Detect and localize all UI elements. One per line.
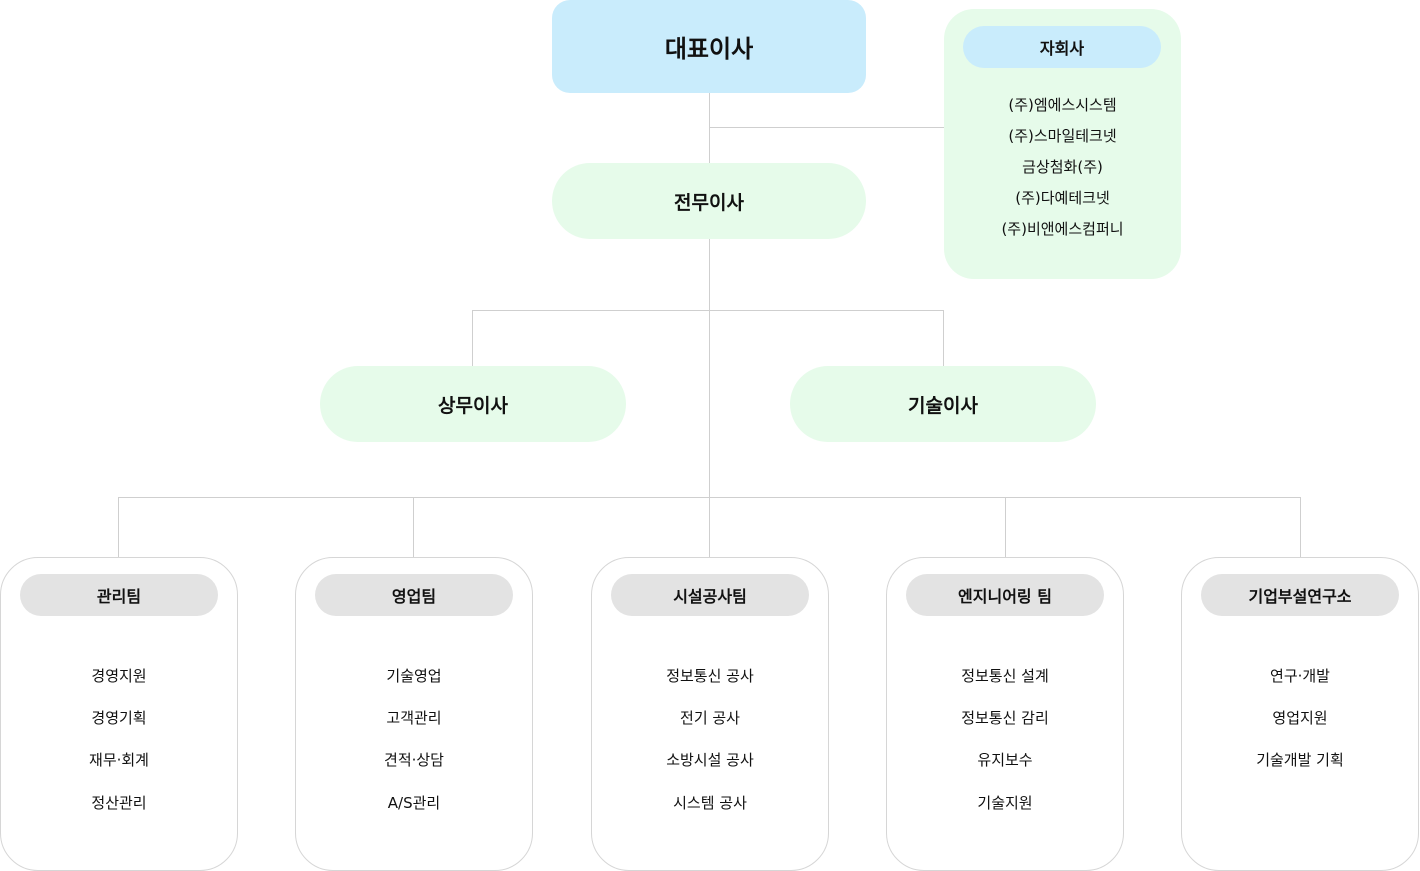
team-card-research: 기업부설연구소 연구·개발 영업지원 기술개발 기획 xyxy=(1181,557,1419,871)
team-duty-item: 연구·개발 xyxy=(1270,666,1330,685)
ceo-label: 대표이사 xyxy=(664,35,754,63)
connector-director-right-drop xyxy=(943,310,944,366)
team-card-engineering: 엔지니어링 팀 정보통신 설계 정보통신 감리 유지보수 기술지원 xyxy=(886,557,1124,871)
subsidiary-item: (주)엠에스시스템 xyxy=(1008,96,1117,114)
team-duty-item: 정산관리 xyxy=(91,793,147,812)
team-duty-item: 고객관리 xyxy=(386,709,442,728)
connector-ceo-to-managing xyxy=(709,93,710,163)
team-duty-list: 연구·개발 영업지원 기술개발 기획 xyxy=(1182,654,1418,781)
connector-teams-bar xyxy=(118,497,1301,498)
team-duty-item: A/S관리 xyxy=(387,793,441,812)
connector-team-drop-5 xyxy=(1300,497,1301,557)
director-node-tech: 기술이사 xyxy=(790,366,1096,442)
subsidiary-item: (주)다예테크넷 xyxy=(1015,189,1110,207)
team-duty-item: 정보통신 공사 xyxy=(666,666,754,685)
team-title: 엔지니어링 팀 xyxy=(906,574,1104,616)
subsidiaries-list: (주)엠에스시스템 (주)스마일테크넷 금상첨화(주) (주)다예테크넷 (주)… xyxy=(944,89,1181,244)
team-duty-item: 기술개발 기획 xyxy=(1256,751,1344,770)
director-label: 상무이사 xyxy=(438,394,508,417)
team-duty-item: 유지보수 xyxy=(977,751,1033,770)
team-duty-item: 시스템 공사 xyxy=(673,793,747,812)
team-duty-item: 기술지원 xyxy=(977,793,1033,812)
team-title: 관리팀 xyxy=(20,574,218,616)
connector-team-drop-2 xyxy=(413,497,414,557)
connector-team-drop-4 xyxy=(1005,497,1006,557)
ceo-node: 대표이사 xyxy=(552,0,866,93)
subsidiaries-panel: 자회사 (주)엠에스시스템 (주)스마일테크넷 금상첨화(주) (주)다예테크넷… xyxy=(944,9,1181,279)
connector-ceo-to-subsidiaries xyxy=(709,127,944,128)
connector-directors-bar xyxy=(472,310,944,311)
team-card-sales: 영업팀 기술영업 고객관리 견적·상담 A/S관리 xyxy=(295,557,533,871)
team-duty-item: 소방시설 공사 xyxy=(666,751,754,770)
team-duty-item: 견적·상담 xyxy=(384,751,444,770)
team-title: 시설공사팀 xyxy=(611,574,809,616)
subsidiary-item: (주)스마일테크넷 xyxy=(1008,127,1117,145)
director-node-sales: 상무이사 xyxy=(320,366,626,442)
team-duty-item: 재무·회계 xyxy=(89,751,149,770)
subsidiary-item: 금상첨화(주) xyxy=(1022,158,1103,176)
team-duty-list: 경영지원 경영기획 재무·회계 정산관리 xyxy=(1,654,237,824)
team-card-facility: 시설공사팀 정보통신 공사 전기 공사 소방시설 공사 시스템 공사 xyxy=(591,557,829,871)
team-duty-item: 경영기획 xyxy=(91,709,147,728)
team-duty-item: 영업지원 xyxy=(1272,709,1328,728)
team-duty-item: 정보통신 감리 xyxy=(961,709,1049,728)
team-duty-item: 정보통신 설계 xyxy=(961,666,1049,685)
managing-director-node: 전무이사 xyxy=(552,163,866,239)
connector-director-left-drop xyxy=(472,310,473,366)
team-duty-list: 정보통신 설계 정보통신 감리 유지보수 기술지원 xyxy=(887,654,1123,824)
team-title: 영업팀 xyxy=(315,574,513,616)
subsidiary-item: (주)비앤에스컴퍼니 xyxy=(1001,220,1124,238)
team-duty-item: 경영지원 xyxy=(91,666,147,685)
team-title: 기업부설연구소 xyxy=(1201,574,1399,616)
team-card-management: 관리팀 경영지원 경영기획 재무·회계 정산관리 xyxy=(0,557,238,871)
director-label: 기술이사 xyxy=(908,394,978,417)
connector-team-drop-1 xyxy=(118,497,119,557)
managing-director-label: 전무이사 xyxy=(674,191,744,214)
team-duty-item: 전기 공사 xyxy=(680,709,740,728)
team-duty-list: 기술영업 고객관리 견적·상담 A/S관리 xyxy=(296,654,532,824)
connector-managing-trunk xyxy=(709,238,710,557)
subsidiaries-title: 자회사 xyxy=(963,26,1161,68)
team-duty-item: 기술영업 xyxy=(386,666,442,685)
team-duty-list: 정보통신 공사 전기 공사 소방시설 공사 시스템 공사 xyxy=(592,654,828,824)
